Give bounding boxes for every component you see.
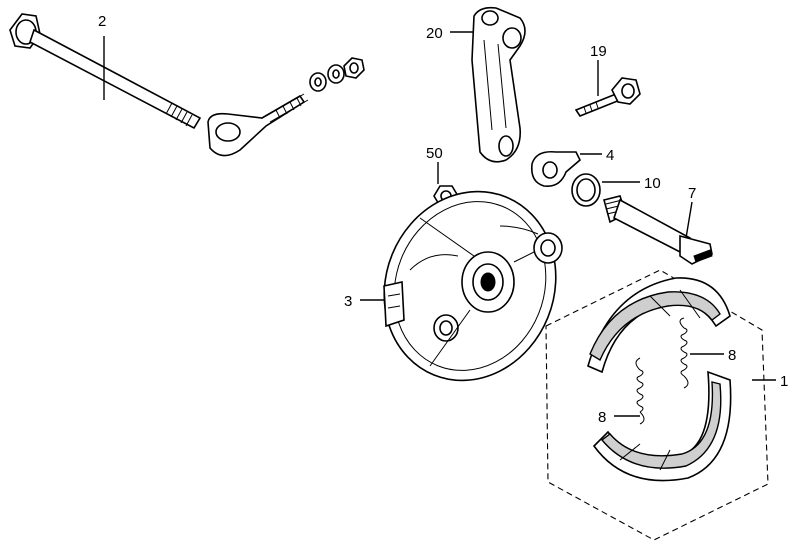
lower-brake-shoe <box>592 370 732 482</box>
brake-cam <box>603 195 713 265</box>
axle-nut-and-washers <box>309 57 365 92</box>
shoe-spring-right <box>679 317 689 389</box>
callout-7: 7 <box>688 185 696 202</box>
shoe-spring-left <box>635 357 645 425</box>
chain-adjuster-plate <box>207 93 309 157</box>
callout-4: 4 <box>606 147 614 164</box>
callout-50: 50 <box>426 145 443 162</box>
callout-8-lower: 8 <box>598 409 606 426</box>
brake-panel <box>383 190 563 382</box>
felt-seal-ring <box>571 173 601 207</box>
brake-arm <box>471 6 526 163</box>
callout-2: 2 <box>98 13 106 30</box>
arm-bolt <box>574 77 641 117</box>
callout-8-upper: 8 <box>728 347 736 364</box>
callout-3: 3 <box>344 293 352 310</box>
callout-10: 10 <box>644 175 661 192</box>
callout-20: 20 <box>426 25 443 42</box>
axle-bolt <box>9 13 202 130</box>
callout-1: 1 <box>780 373 788 390</box>
shoe-set-outline <box>545 269 769 541</box>
callout-19: 19 <box>590 43 607 60</box>
wear-indicator-plate <box>530 150 581 188</box>
upper-brake-shoe <box>587 277 731 374</box>
